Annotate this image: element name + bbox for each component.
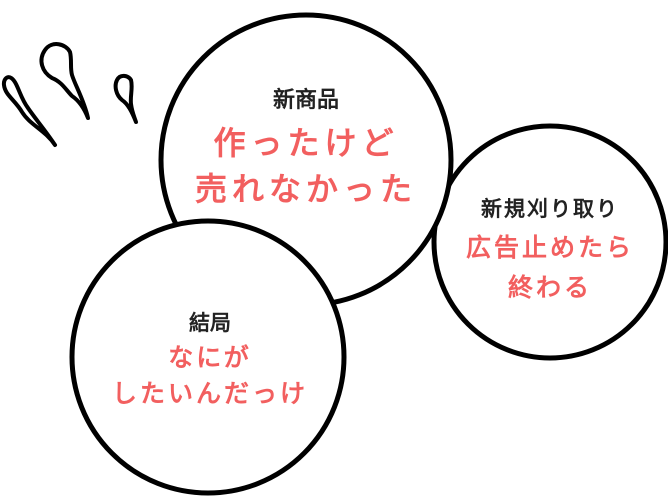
sweat-drop-icon [1,75,57,147]
bubble-main: 新商品 作ったけど 売れなかった [176,86,436,212]
bubble-right-heading: 新規刈り取り [481,197,619,221]
bubble-right-line2: 終わる [507,273,592,302]
bubble-left-heading: 結局 [189,311,231,335]
bubble-left-line2: したいんだっけ [111,379,308,408]
bubble-right-circle [431,123,668,361]
sweat-drop-icon [113,73,138,124]
bubble-left: 結局 なにが したいんだっけ [80,308,340,412]
bubble-left-line1: なにが [168,343,252,372]
bubble-main-line2: 売れなかった [194,170,417,208]
bubble-right-line1: 広告止めたら [465,233,634,262]
bubble-main-heading: 新商品 [272,88,339,113]
bubble-right: 新規刈り取り 広告止めたら 終わる [440,194,660,308]
bubble-left-circle [69,218,347,496]
sweat-drop-icon [39,42,90,120]
sweat-drops [1,42,138,147]
bubble-main-line1: 作ったけど [213,124,399,162]
